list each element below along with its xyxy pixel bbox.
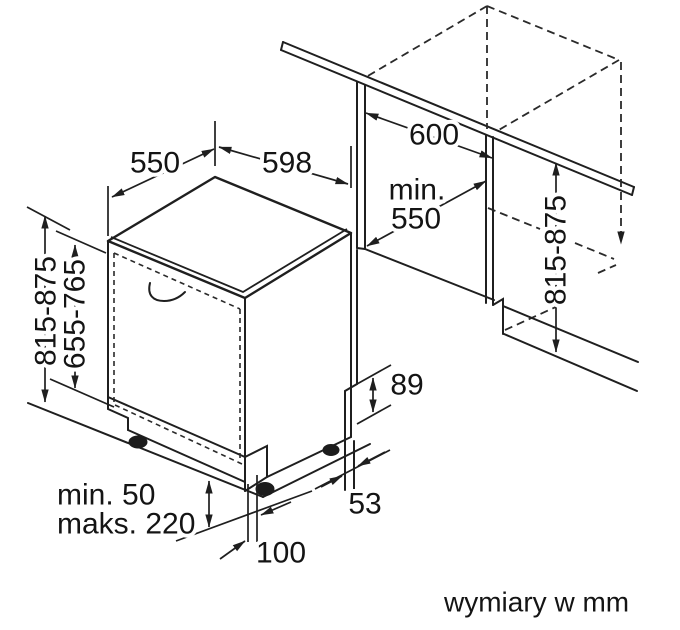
door-panel-dashed-outline [113,252,243,465]
dim-label-plinth-depth: 100 [256,537,306,570]
dim-label-height-right: 815-875 [540,195,573,305]
dim-side-offset: 53 [314,449,391,525]
dim-label-niche-depth-min: min. [389,174,446,207]
dim-base-height: 89 [356,364,428,425]
floor-lines [27,402,371,498]
dim-label-plinth-min: min. 50 [57,479,155,512]
dim-label-plinth-max: maks. 220 [57,508,195,541]
dim-plinth-adjust: min. 50 maks. 220 [53,475,313,545]
dim-top-depth: 550 [107,121,216,236]
adjustable-foot [128,435,148,449]
dim-top-width: 598 [218,143,352,188]
door-handle-icon [148,282,186,303]
dim-label-base-height: 89 [390,369,423,402]
dim-label-top-width: 598 [262,147,312,180]
right-cabinet-panel [364,134,639,392]
dim-label-niche-depth-value: 550 [391,203,441,236]
dim-height-left: 815-875 [26,206,71,403]
left-cabinet-panel [344,81,366,491]
dim-niche-depth: min. 550 [366,170,487,247]
dim-label-height-left: 815-875 [30,256,63,366]
dishwasher-body [106,175,353,496]
dim-plinth-depth: 100 [219,475,310,574]
dim-height-right: 815-875 [536,162,577,353]
adjustable-foot [322,444,340,456]
dim-niche-width: 600 [365,112,493,159]
units-caption: wymiary w mm [443,587,629,618]
adjustable-foot [255,482,275,496]
dim-label-niche-width: 600 [409,119,459,152]
dim-label-side-offset: 53 [348,488,381,521]
dim-label-top-depth: 550 [130,147,180,180]
dim-door-height: 655-765 [49,230,115,408]
dim-label-door-height: 655-765 [59,259,92,369]
